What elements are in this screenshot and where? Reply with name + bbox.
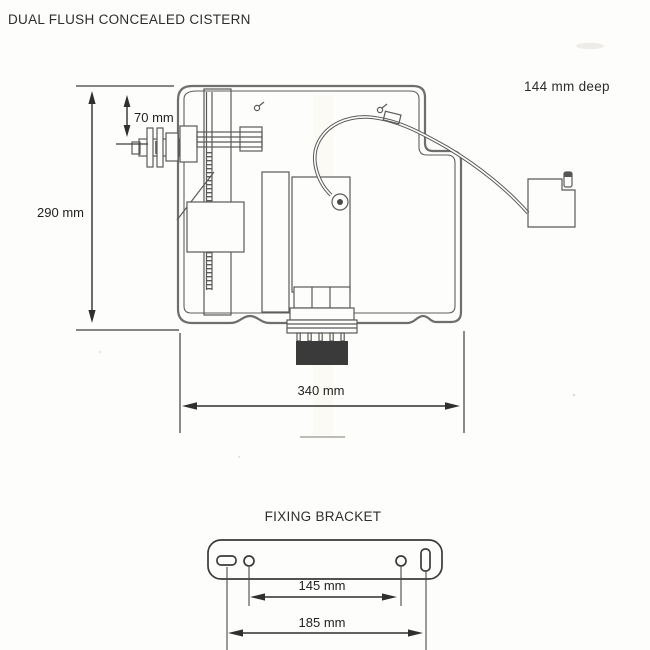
bracket-hole-right <box>395 555 407 567</box>
arrowhead-left-icon <box>228 629 243 637</box>
page-title: DUAL FLUSH CONCEALED CISTERN <box>8 12 251 27</box>
fixing-bracket-drawing: FIXING BRACKET 145 mm 185 mm <box>207 509 443 650</box>
inlet-pipe-tip <box>131 141 141 155</box>
bracket-slot-right <box>420 548 431 572</box>
scan-smudge <box>576 42 604 50</box>
bracket-hole-left <box>243 555 255 567</box>
fill-valve-head <box>239 126 263 152</box>
outlet-pipe-dark <box>296 341 348 365</box>
depth-label: 144 mm deep <box>524 79 610 94</box>
flush-valve-base <box>293 286 351 309</box>
scan-dot <box>237 455 241 459</box>
cistern-dimensions: 290 mm 70 mm 340 mm 144 mm deep <box>37 79 610 433</box>
push-button-box <box>527 171 576 228</box>
arrowhead-right-icon <box>382 593 397 601</box>
overflow-tube <box>261 171 290 313</box>
inlet-valve-body <box>179 125 198 163</box>
cable-grommet-center <box>337 199 343 205</box>
dimension-width-340: 340 mm <box>179 331 465 433</box>
hole-spacing-label: 145 mm <box>299 578 346 593</box>
screw-hole-tick <box>258 101 265 107</box>
screw-hole-icon <box>253 104 261 112</box>
outlet-collar <box>286 319 358 334</box>
arrowhead-up-icon <box>88 91 96 104</box>
height-dimension-label: 290 mm <box>37 205 84 220</box>
scan-dot <box>98 350 102 354</box>
cable-clip <box>382 110 402 125</box>
float-lever <box>176 171 215 221</box>
screw-hole-icon <box>376 106 384 114</box>
inlet-backnut <box>165 132 179 162</box>
bracket-outline <box>207 539 443 580</box>
dimension-slots-185: 185 mm <box>228 615 423 637</box>
cistern-outer-outline <box>176 84 463 325</box>
screw-hole-tick <box>381 103 388 109</box>
arrowhead-down-icon <box>88 310 96 323</box>
float-box <box>186 201 245 253</box>
arrowhead-right-icon <box>445 402 460 410</box>
overall-width-label: 185 mm <box>299 615 346 630</box>
cistern-inner-outline <box>183 90 456 314</box>
cable-grommet <box>331 193 349 211</box>
float-mechanism <box>176 88 245 316</box>
scan-dot <box>572 393 576 397</box>
inlet-washer <box>146 127 154 168</box>
arrowhead-left-icon <box>182 402 197 410</box>
arrowhead-right-icon <box>408 629 423 637</box>
bracket-slot-left <box>216 555 237 566</box>
cable-core <box>314 116 529 214</box>
dimension-height-290: 290 mm <box>37 91 96 323</box>
arrowhead-left-icon <box>250 593 265 601</box>
inlet-dimension-label: 70 mm <box>134 110 174 125</box>
scan-artifacts <box>98 42 604 459</box>
dimension-inlet-70: 70 mm <box>116 95 174 145</box>
cistern-drawing <box>131 84 576 438</box>
inlet-valve-assembly <box>131 125 263 168</box>
bracket-title: FIXING BRACKET <box>265 509 382 524</box>
outlet-spigot <box>286 307 358 438</box>
button-pin-cap <box>564 172 572 177</box>
inlet-washer <box>156 127 164 168</box>
flush-cable <box>313 110 530 215</box>
flush-valve <box>291 176 351 309</box>
dimension-holes-145: 145 mm <box>250 578 397 601</box>
arrowhead-down-icon <box>123 125 131 137</box>
button-pin <box>563 171 573 188</box>
screw-hole-symbols <box>253 101 388 114</box>
width-dimension-label: 340 mm <box>298 383 345 398</box>
outlet-flange <box>289 307 355 321</box>
arrowhead-up-icon <box>123 95 131 107</box>
button-box-outline <box>527 178 576 228</box>
